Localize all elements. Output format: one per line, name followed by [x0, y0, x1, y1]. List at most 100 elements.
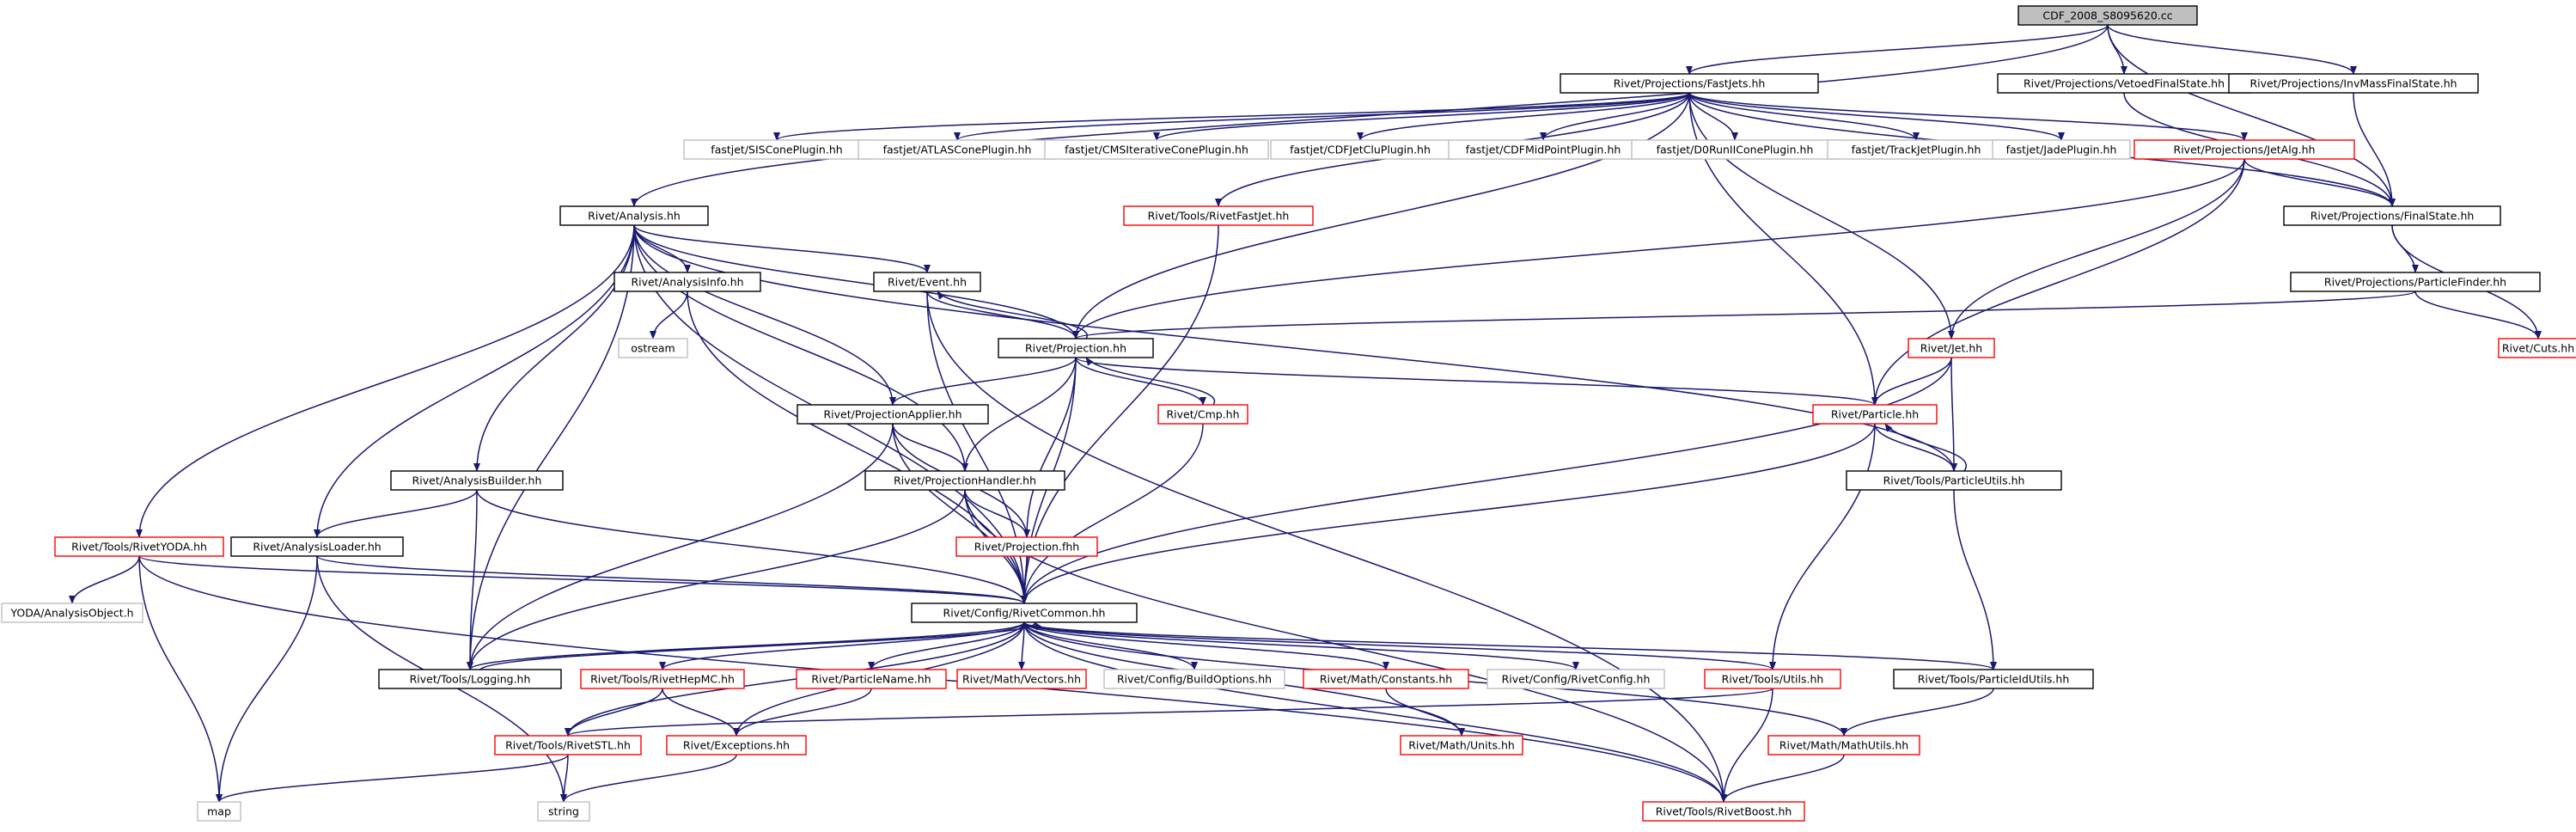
node-box: [378, 669, 562, 689]
edge-analysisbuilder-to-logging: [467, 489, 478, 670]
node-utils[interactable]: Rivet/Tools/Utils.hh: [1704, 669, 1841, 689]
node-root[interactable]: CDF_2008_S8095620.cc: [2017, 5, 2198, 26]
edge-particleidutils-to-mathutils: [1840, 688, 1994, 737]
node-box: [1704, 669, 1841, 689]
node-analysisloader[interactable]: Rivet/AnalysisLoader.hh: [230, 536, 404, 557]
node-label: fastjet/CDFJetCluPlugin.hh: [1290, 144, 1431, 156]
edge-particlename-to-exceptions: [733, 688, 872, 737]
node-cdfjetclu[interactable]: fastjet/CDFJetCluPlugin.hh: [1270, 139, 1450, 160]
node-exceptions[interactable]: Rivet/Exceptions.hh: [666, 735, 807, 756]
edge-analysis-to-analysisbuilder: [473, 224, 635, 472]
node-analysisbuilder[interactable]: Rivet/AnalysisBuilder.hh: [390, 470, 564, 491]
node-box: [956, 669, 1087, 689]
node-analysisinfo[interactable]: Rivet/AnalysisInfo.hh: [613, 272, 761, 292]
node-vectors[interactable]: Rivet/Math/Vectors.hh: [956, 669, 1087, 689]
node-ostream[interactable]: ostream: [618, 338, 688, 358]
node-vetoed[interactable]: Rivet/Projections/VetoedFinalState.hh: [1997, 73, 2251, 94]
node-label: Rivet/Tools/Logging.hh: [410, 673, 531, 686]
node-particlefinder[interactable]: Rivet/Projections/ParticleFinder.hh: [2290, 272, 2541, 292]
edge-common-to-vectors: [1018, 621, 1026, 670]
node-cmsiter[interactable]: fastjet/CMSIterativeConePlugin.hh: [1044, 139, 1269, 160]
node-buildopts[interactable]: Rivet/Config/BuildOptions.hh: [1103, 669, 1285, 689]
node-particleidutils[interactable]: Rivet/Tools/ParticleIdUtils.hh: [1893, 669, 2094, 689]
node-projhandler[interactable]: Rivet/ProjectionHandler.hh: [864, 470, 1065, 491]
node-box: [390, 470, 564, 491]
node-label: Rivet/ProjectionHandler.hh: [894, 474, 1036, 487]
node-common[interactable]: Rivet/Config/RivetCommon.hh: [911, 603, 1138, 623]
node-hepmc[interactable]: Rivet/Tools/RivetHepMC.hh: [580, 669, 745, 689]
node-map[interactable]: map: [197, 801, 241, 822]
node-yoda[interactable]: Rivet/Tools/RivetYODA.hh: [54, 536, 224, 557]
edge-common-to-logging: [467, 621, 1025, 670]
node-atlascone[interactable]: fastjet/ATLASConePlugin.hh: [858, 139, 1057, 160]
node-projfhh[interactable]: Rivet/Projection.fhh: [955, 536, 1098, 557]
node-particle[interactable]: Rivet/Particle.hh: [1812, 404, 1938, 425]
node-stl[interactable]: Rivet/Tools/RivetSTL.hh: [494, 735, 642, 756]
edge-particleutils-to-particle: [1884, 423, 1968, 472]
node-label: Rivet/Projections/InvMassFinalState.hh: [2249, 77, 2457, 90]
node-label: Rivet/Config/RivetConfig.hh: [1502, 673, 1651, 686]
node-event[interactable]: Rivet/Event.hh: [873, 272, 981, 292]
edge-particlefinder-to-projection: [1072, 291, 2416, 340]
edge-fastjets-to-jade: [1688, 92, 2065, 141]
edge-jet-to-common: [1021, 357, 1952, 604]
node-label: Rivet/ParticleName.hh: [811, 673, 931, 686]
edge-fastjets-to-d0run: [1688, 92, 1738, 141]
node-projapplier[interactable]: Rivet/ProjectionApplier.hh: [797, 404, 989, 425]
node-cmp[interactable]: Rivet/Cmp.hh: [1157, 404, 1248, 425]
node-invmass[interactable]: Rivet/Projections/InvMassFinalState.hh: [2228, 73, 2479, 94]
edge-analysisbuilder-to-common: [476, 489, 1028, 604]
node-string[interactable]: string: [537, 801, 590, 822]
edge-projapplier-to-logging: [467, 423, 894, 670]
node-label: Rivet/Tools/ParticleUtils.hh: [1883, 474, 2025, 487]
node-jetalg[interactable]: Rivet/Projections/JetAlg.hh: [2133, 139, 2355, 160]
node-cuts[interactable]: Rivet/Cuts.hh: [2498, 338, 2576, 358]
edge-projapplier-to-projhandler: [892, 423, 968, 472]
edge-cmp-to-common: [1021, 423, 1204, 604]
node-boost[interactable]: Rivet/Tools/RivetBoost.hh: [1642, 801, 1805, 822]
edge-jetalg-to-projection: [1072, 158, 2245, 340]
edge-analysis-to-event: [633, 224, 931, 273]
node-yodaobj[interactable]: YODA/AnalysisObject.h: [1, 603, 143, 623]
node-particlename[interactable]: Rivet/ParticleName.hh: [796, 669, 947, 689]
edge-common-to-boost: [1023, 621, 1727, 803]
node-analysis[interactable]: Rivet/Analysis.hh: [559, 205, 709, 226]
edge-invmass-to-finalstate: [2353, 92, 2396, 207]
node-jet[interactable]: Rivet/Jet.hh: [1908, 338, 1995, 358]
edge-common-to-rivetconfig: [1023, 621, 1579, 670]
node-label: Rivet/Math/Vectors.hh: [962, 673, 1081, 686]
node-box: [1303, 669, 1469, 689]
node-box: [1123, 205, 1314, 226]
node-rivetconfig[interactable]: Rivet/Config/RivetConfig.hh: [1486, 669, 1665, 689]
node-box: [559, 205, 709, 226]
node-fastjet[interactable]: Rivet/Tools/RivetFastJet.hh: [1123, 205, 1314, 226]
node-constants[interactable]: Rivet/Math/Constants.hh: [1303, 669, 1469, 689]
edge-stl-to-string: [560, 754, 569, 803]
edge-common-to-hepmc: [659, 621, 1025, 670]
edge-fastjets-to-jet: [1688, 92, 1955, 340]
node-label: Rivet/Config/RivetCommon.hh: [943, 607, 1106, 620]
node-finalstate[interactable]: Rivet/Projections/FinalState.hh: [2283, 205, 2501, 226]
node-logging[interactable]: Rivet/Tools/Logging.hh: [378, 669, 562, 689]
node-label: Rivet/Tools/RivetBoost.hh: [1656, 805, 1792, 818]
node-box: [197, 801, 241, 822]
node-box: [1486, 669, 1665, 689]
node-jade[interactable]: fastjet/JadePlugin.hh: [1992, 139, 2131, 160]
node-fastjets[interactable]: Rivet/Projections/FastJets.hh: [1560, 73, 1819, 94]
edge-event-to-boost: [926, 291, 1727, 803]
node-box: [797, 404, 989, 425]
node-d0run[interactable]: fastjet/D0RunIIConePlugin.hh: [1631, 139, 1839, 160]
node-label: Rivet/Math/MathUtils.hh: [1779, 739, 1908, 752]
node-label: fastjet/TrackJetPlugin.hh: [1852, 144, 1981, 156]
node-cdfmid[interactable]: fastjet/CDFMidPointPlugin.hh: [1448, 139, 1639, 160]
node-units[interactable]: Rivet/Math/Units.hh: [1400, 735, 1523, 756]
edge-jetalg-to-jet: [1948, 158, 2245, 340]
edge-analysis-to-projhandler: [633, 224, 968, 472]
node-particleutils[interactable]: Rivet/Tools/ParticleUtils.hh: [1846, 470, 2062, 491]
node-box: [796, 669, 947, 689]
node-mathutils[interactable]: Rivet/Math/MathUtils.hh: [1767, 735, 1920, 756]
node-trackjet[interactable]: fastjet/TrackJetPlugin.hh: [1827, 139, 2005, 160]
node-label: ostream: [631, 342, 675, 355]
node-projection[interactable]: Rivet/Projection.hh: [998, 338, 1154, 358]
node-siscone[interactable]: fastjet/SISConePlugin.hh: [683, 139, 870, 160]
